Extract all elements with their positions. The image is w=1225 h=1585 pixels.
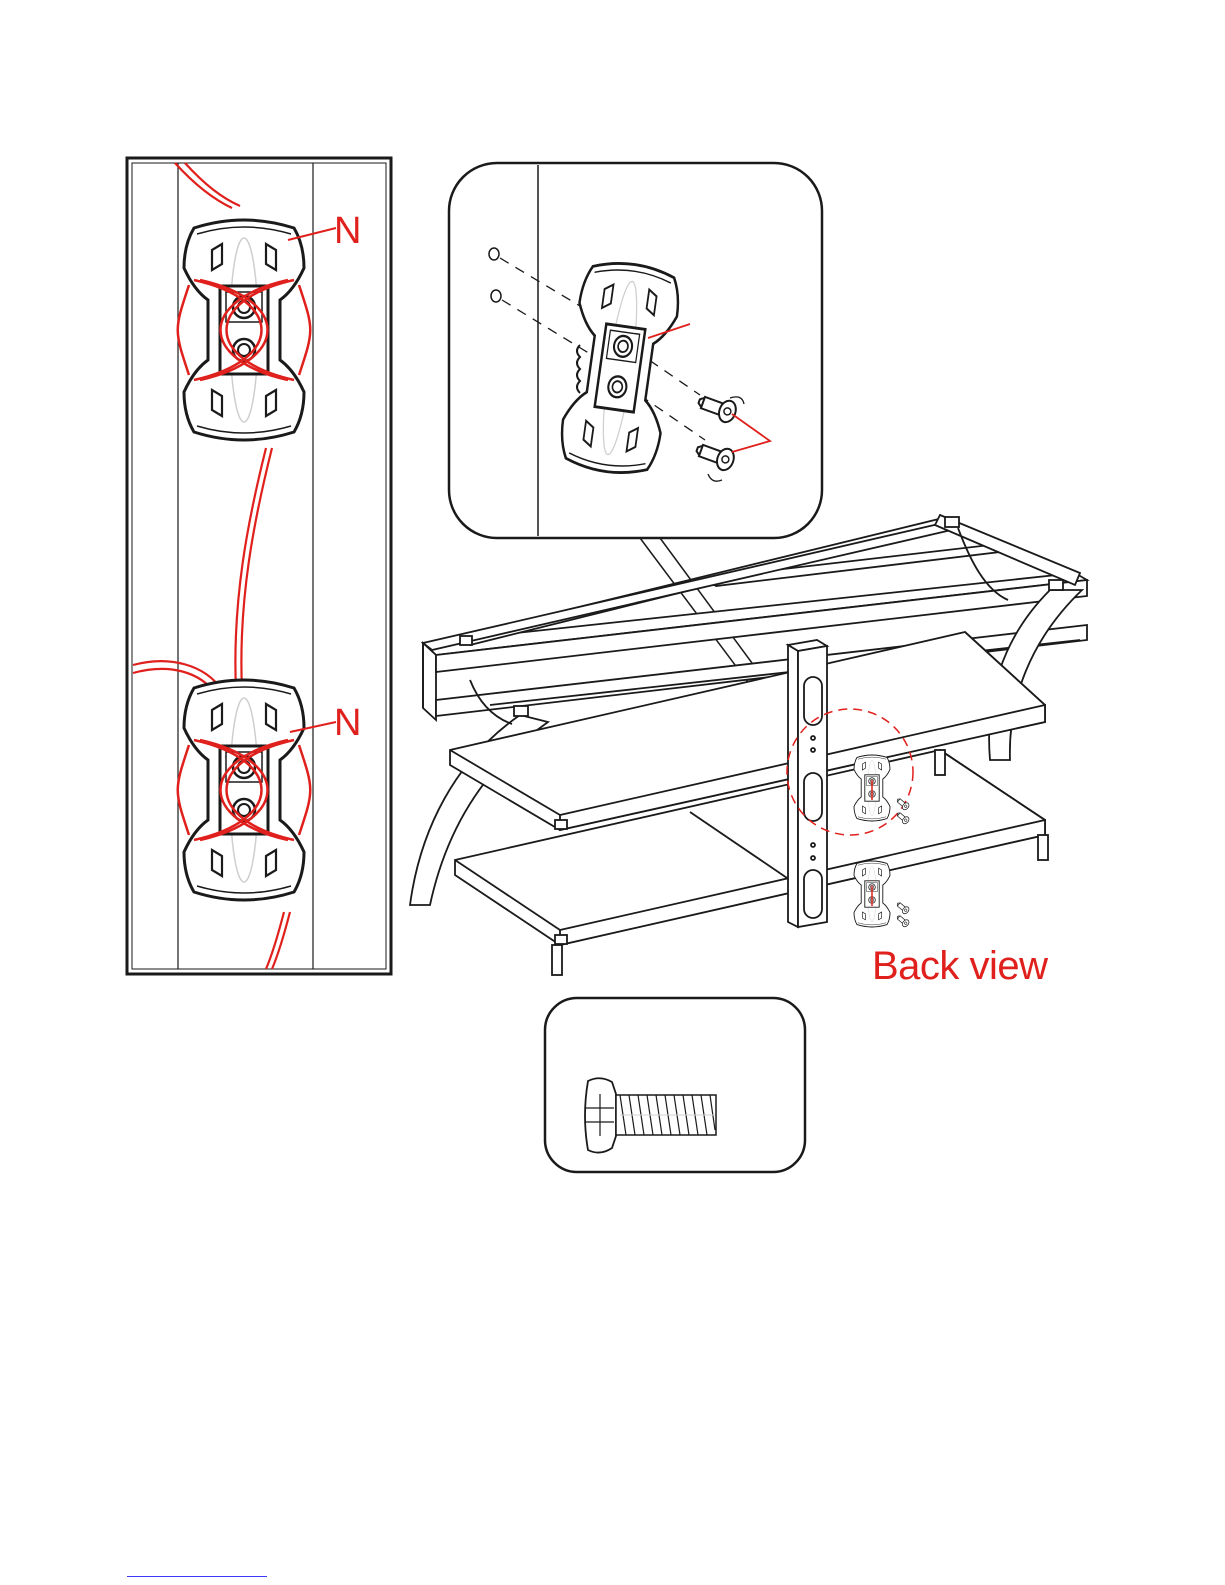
cable-clip-icon — [854, 861, 890, 927]
mounting-detail-callout — [449, 163, 822, 538]
cable-route-panel — [127, 158, 391, 974]
tv-stand-back-view — [410, 515, 1087, 975]
part-label-n: N — [334, 212, 361, 250]
view-caption: Back view — [872, 946, 1048, 986]
screw-detail-box — [545, 998, 805, 1172]
part-label-n: N — [334, 704, 361, 742]
footer-underline — [127, 1576, 267, 1577]
